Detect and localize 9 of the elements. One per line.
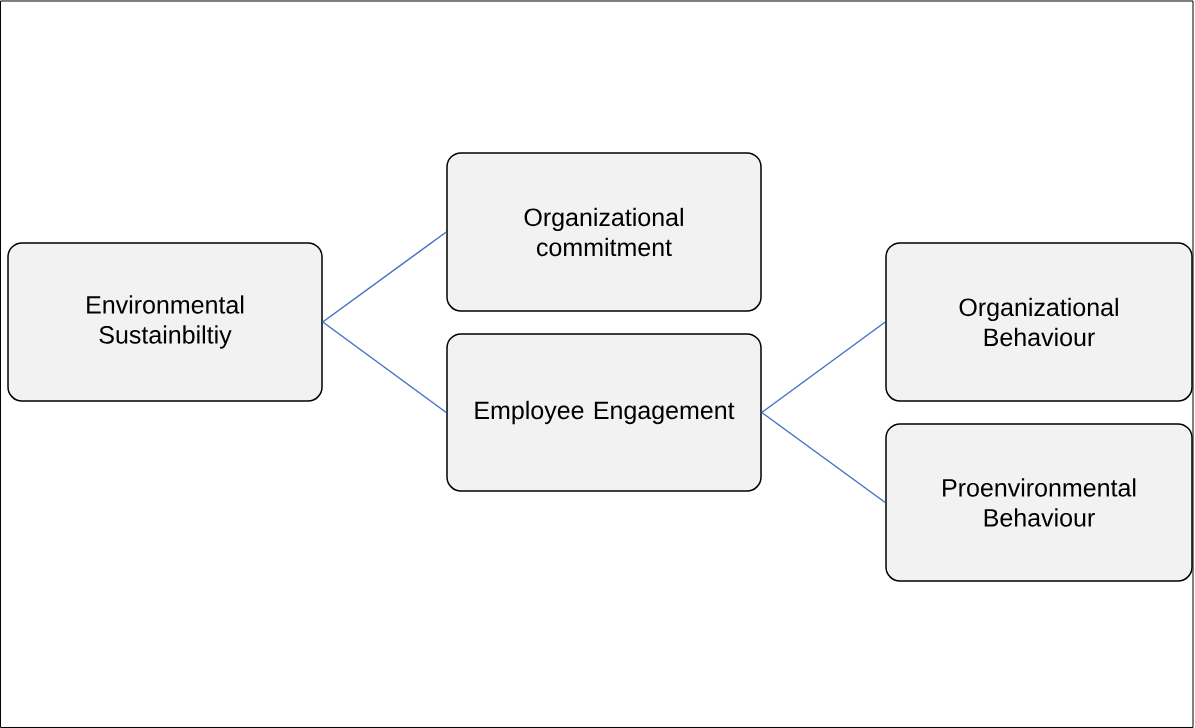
connector-line bbox=[322, 231, 447, 323]
connector-line bbox=[761, 321, 886, 414]
concept-box: Organizational Behaviour bbox=[885, 242, 1193, 402]
concept-box: Proenvironmental Behaviour bbox=[885, 423, 1193, 582]
concept-box: Environmental Sustainbiltiy bbox=[7, 242, 323, 402]
connector-line bbox=[761, 411, 886, 504]
concept-box: Employee Engagement bbox=[446, 333, 762, 492]
concept-box: Organizational commitment bbox=[446, 152, 762, 312]
connector-line bbox=[322, 321, 447, 414]
